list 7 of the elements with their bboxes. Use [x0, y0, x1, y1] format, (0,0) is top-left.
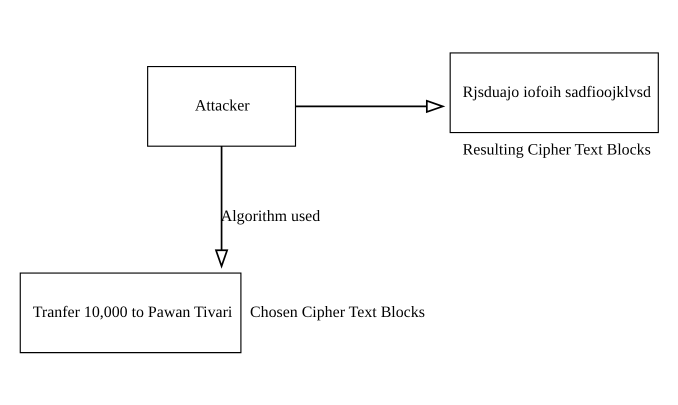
node-box: Rjsduajo iofoih sadfioojklvsd	[450, 52, 659, 134]
arrow	[214, 146, 228, 269]
node-box: Tranfer 10,000 to Pawan Tivari	[20, 272, 242, 354]
node-label: Resulting Cipher Text Blocks	[462, 141, 651, 158]
node-box: Attacker	[147, 66, 296, 147]
arrow	[296, 100, 446, 114]
node-label: Chosen Cipher Text Blocks	[250, 304, 425, 322]
